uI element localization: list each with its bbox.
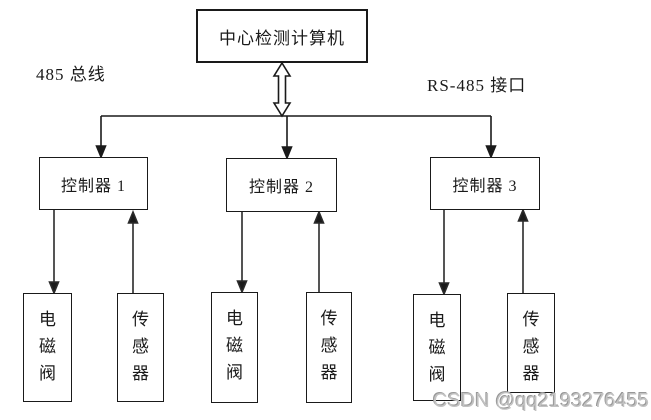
sensor-3-box: 传 感 器 [507, 293, 555, 393]
csdn-watermark: CSDN @qq2193276455 [433, 390, 650, 412]
bus-drop-arrows [95, 116, 497, 161]
controller-2-box: 控制器 2 [226, 158, 337, 212]
controller-3-box: 控制器 3 [430, 157, 540, 210]
controller-2-label: 控制器 2 [248, 179, 314, 196]
central-computer-box: 中心检测计算机 [196, 9, 368, 63]
controller-1-box: 控制器 1 [39, 157, 148, 210]
sensor-3-label: 传 感 器 [522, 310, 540, 383]
sensor-1-box: 传 感 器 [117, 293, 164, 402]
solenoid-valve-3-label: 电 磁 阀 [428, 311, 446, 384]
bus-485-label: 485 总线 [36, 65, 106, 84]
device-arrows [48, 207, 529, 297]
rs485-interface-label: RS-485 接口 [427, 76, 527, 95]
solenoid-valve-1-box: 电 磁 阀 [23, 293, 72, 402]
sensor-2-box: 传 感 器 [306, 292, 352, 403]
solenoid-valve-1-label: 电 磁 阀 [39, 310, 56, 383]
solenoid-valve-2-label: 电 磁 阀 [226, 309, 243, 382]
sensor-2-label: 传 感 器 [320, 309, 338, 382]
solenoid-valve-3-box: 电 磁 阀 [413, 294, 461, 401]
central-computer-label: 中心检测计算机 [219, 28, 345, 48]
controller-1-label: 控制器 1 [60, 177, 126, 195]
controller-3-label: 控制器 3 [452, 177, 518, 195]
double-arrow-icon [272, 61, 292, 118]
sensor-1-label: 传 感 器 [132, 310, 149, 383]
solenoid-valve-2-box: 电 磁 阀 [211, 292, 258, 403]
